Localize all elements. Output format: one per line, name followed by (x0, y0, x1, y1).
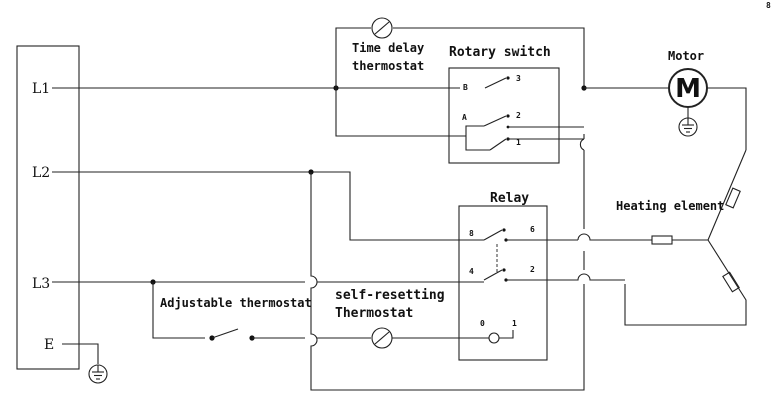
relay-coil (488, 332, 500, 344)
rotary-pin-a: A (462, 113, 467, 122)
wire-relay-2 (506, 273, 625, 281)
earth-ground-icon (88, 364, 108, 384)
self-resetting-thermostat-slash (374, 331, 390, 345)
wire-rotary-a-lower (465, 136, 490, 151)
rotary-pin-2: 2 (516, 111, 521, 120)
rotary-contact-a2 (483, 115, 507, 127)
terminal-l2-label: L2 (32, 165, 50, 181)
terminal-l1-label: L1 (32, 81, 50, 97)
relay-contact-top (483, 229, 503, 241)
wire-heater-arm-top (707, 149, 747, 241)
motor-ground-icon (678, 117, 698, 137)
wire-l2 (52, 171, 484, 241)
heater-bottom-element (722, 271, 740, 293)
relay-contact-bottom (483, 269, 503, 281)
heater-top-element (725, 187, 741, 209)
relay-point-top (502, 228, 506, 232)
rotary-switch-box (448, 67, 560, 164)
hop-rotary (579, 138, 585, 151)
terminal-block (16, 45, 80, 370)
relay-pin-8: 8 (469, 229, 474, 238)
adj-thermo-blade (211, 328, 239, 339)
wire-relay-coil-1 (499, 330, 514, 339)
rotary-contact-a1 (489, 138, 507, 151)
time-delay-label-2: thermostat (352, 59, 424, 73)
wire-l3-to-thermostat (152, 282, 205, 339)
wire-earth (62, 343, 99, 364)
rotary-contact-2-point (506, 114, 510, 118)
wire-rotary-a-internal (465, 125, 484, 136)
relay-pin-0: 0 (480, 319, 485, 328)
rotary-pin-3: 3 (516, 74, 521, 83)
heater-left-element (651, 235, 673, 245)
hop-relay-6-line (577, 233, 596, 241)
wire-l1-to-rotary-a (335, 88, 466, 137)
wire-time-delay (335, 27, 585, 88)
wire-heater-arm-bottom (624, 239, 747, 326)
self-resetting-label-1: self-resetting (335, 288, 445, 303)
terminal-e-label: E (44, 337, 54, 353)
time-delay-label-1: Time delay (352, 41, 424, 55)
rotary-pin-1: 1 (516, 138, 521, 147)
terminal-l3-label: L3 (32, 276, 50, 292)
relay-pin-4: 4 (469, 267, 474, 276)
motor-label: Motor (668, 49, 704, 63)
motor-letter: M (675, 74, 701, 104)
relay-pin-2: 2 (530, 265, 535, 274)
rotary-switch-label: Rotary switch (449, 45, 551, 60)
rotary-contact-3-point (506, 76, 510, 80)
rotary-contact-b (484, 77, 507, 89)
rotary-pin-b: B (463, 83, 468, 92)
wire-l2-return (310, 134, 585, 391)
relay-pin-1: 1 (512, 319, 517, 328)
self-resetting-label-2: Thermostat (335, 306, 413, 321)
relay-pin-6: 6 (530, 225, 535, 234)
relay-label: Relay (490, 191, 529, 206)
heating-element-label: Heating element (616, 199, 724, 213)
wire-motor-return (707, 87, 747, 150)
adjustable-thermostat-label: Adjustable thermostat (160, 296, 312, 310)
relay-box (458, 205, 548, 361)
time-delay-thermostat-slash (374, 21, 390, 35)
corner-mark: 8 (766, 1, 771, 10)
relay-point-bottom (502, 268, 506, 272)
time-delay-thermostat-symbol (371, 17, 393, 39)
